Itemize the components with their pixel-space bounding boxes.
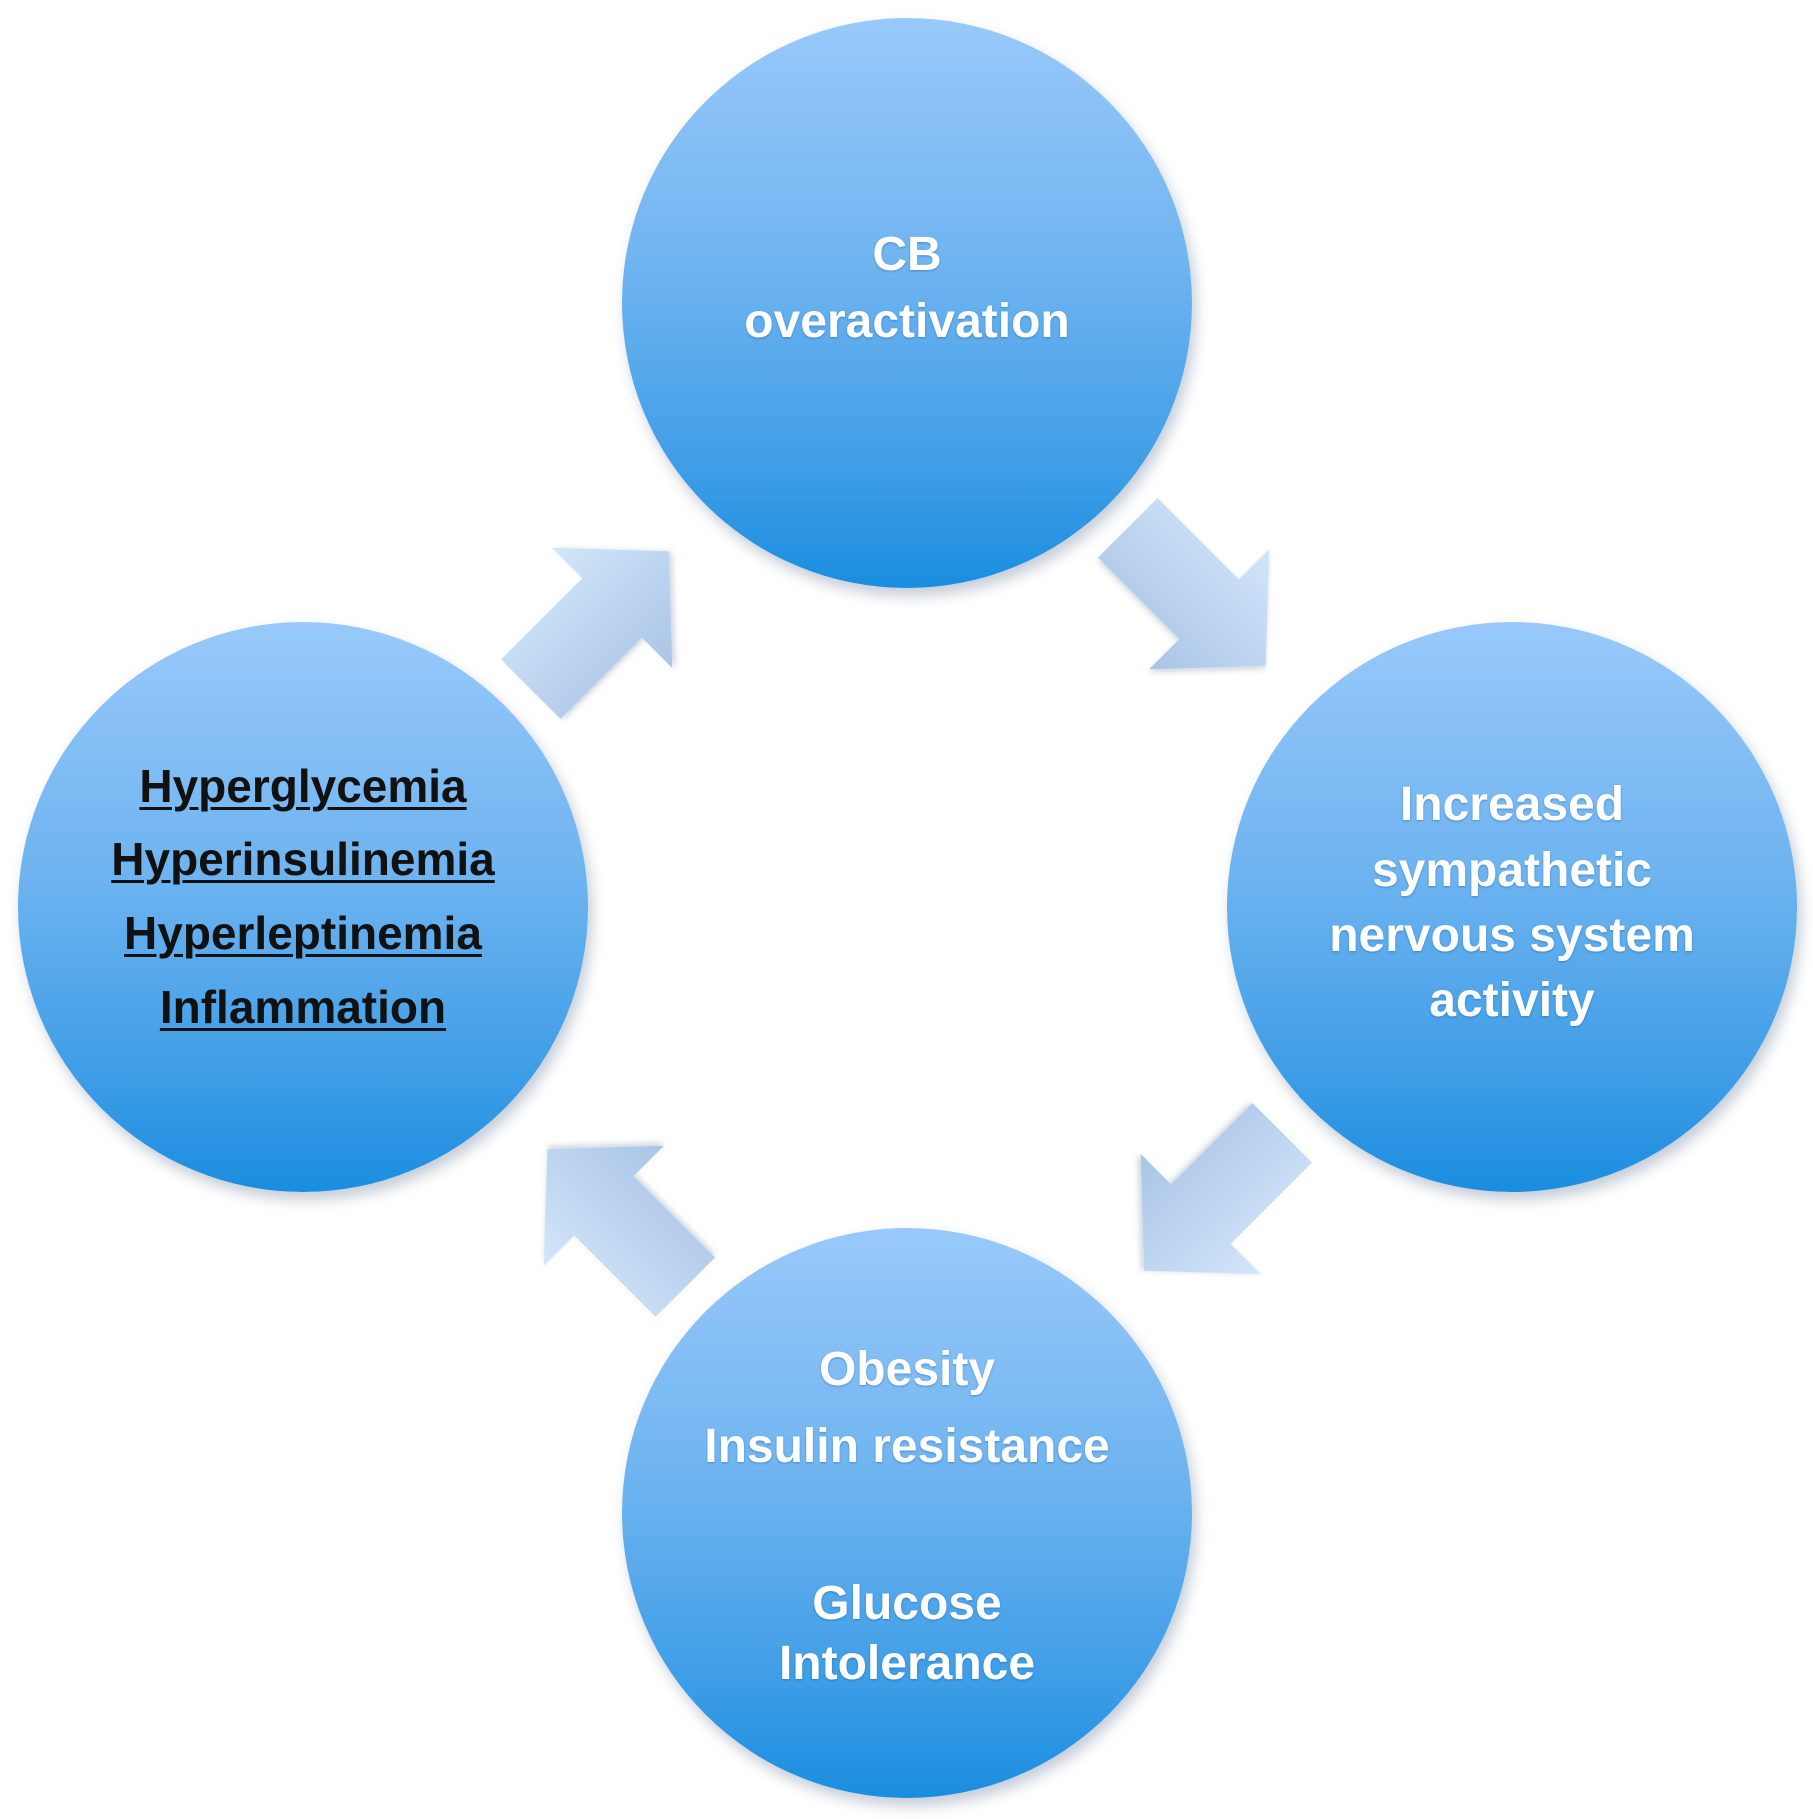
node-left-line-3: Hyperleptinemia bbox=[124, 907, 482, 959]
node-bottom-line-1: Obesity bbox=[818, 1343, 996, 1397]
node-right-line-3: nervous system bbox=[1329, 909, 1695, 962]
node-bottom-line-4: Intolerance bbox=[778, 1636, 1036, 1690]
node-sympathetic-activity: Increased sympathetic nervous system act… bbox=[1227, 622, 1797, 1192]
node-cb-overactivation: CB overactivation bbox=[622, 18, 1192, 588]
node-bottom-spacer bbox=[704, 1486, 1110, 1574]
node-left-line-2: Hyperinsulinemia bbox=[111, 833, 495, 886]
node-top-line-2: overactivation bbox=[744, 295, 1070, 348]
node-left-line-4: Inflammation bbox=[159, 980, 447, 1033]
node-obesity-insulin: Obesity Insulin resistance Glucose Intol… bbox=[622, 1228, 1192, 1798]
arrow-right-to-bottom bbox=[1140, 1103, 1312, 1275]
node-right-line-4: activity bbox=[1429, 974, 1595, 1028]
node-top-line-1: CB bbox=[872, 227, 942, 281]
node-bottom-line-3: Glucose bbox=[812, 1576, 1002, 1630]
node-right-line-1: Increased bbox=[1399, 778, 1625, 832]
node-hyperglycemia-list: Hyperglycemia Hyperinsulinemia Hyperlept… bbox=[18, 622, 588, 1192]
node-left-list: Hyperglycemia Hyperinsulinemia Hyperlept… bbox=[111, 750, 494, 1044]
node-left-line-1: Hyperglycemia bbox=[139, 759, 467, 812]
node-bottom-line-2: Insulin resistance bbox=[704, 1420, 1110, 1473]
node-right-line-2: sympathetic bbox=[1371, 843, 1653, 897]
